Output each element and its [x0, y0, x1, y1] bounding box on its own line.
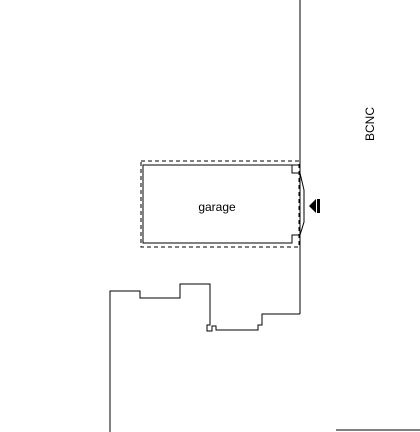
entry-arrow-head [309, 199, 316, 213]
garage-room: garage [140, 160, 305, 248]
garage-door-jamb [291, 165, 301, 235]
garage-dashed-outline [140, 160, 300, 248]
entry-arrow-bar [317, 199, 320, 213]
garage-label: garage [198, 200, 236, 214]
arrow-left-icon [309, 199, 320, 213]
side-label-bcnc: BCNC [363, 107, 377, 141]
garage-door-opening [299, 172, 305, 236]
building-outline-lower [109, 283, 300, 432]
garage-outline [142, 164, 300, 244]
